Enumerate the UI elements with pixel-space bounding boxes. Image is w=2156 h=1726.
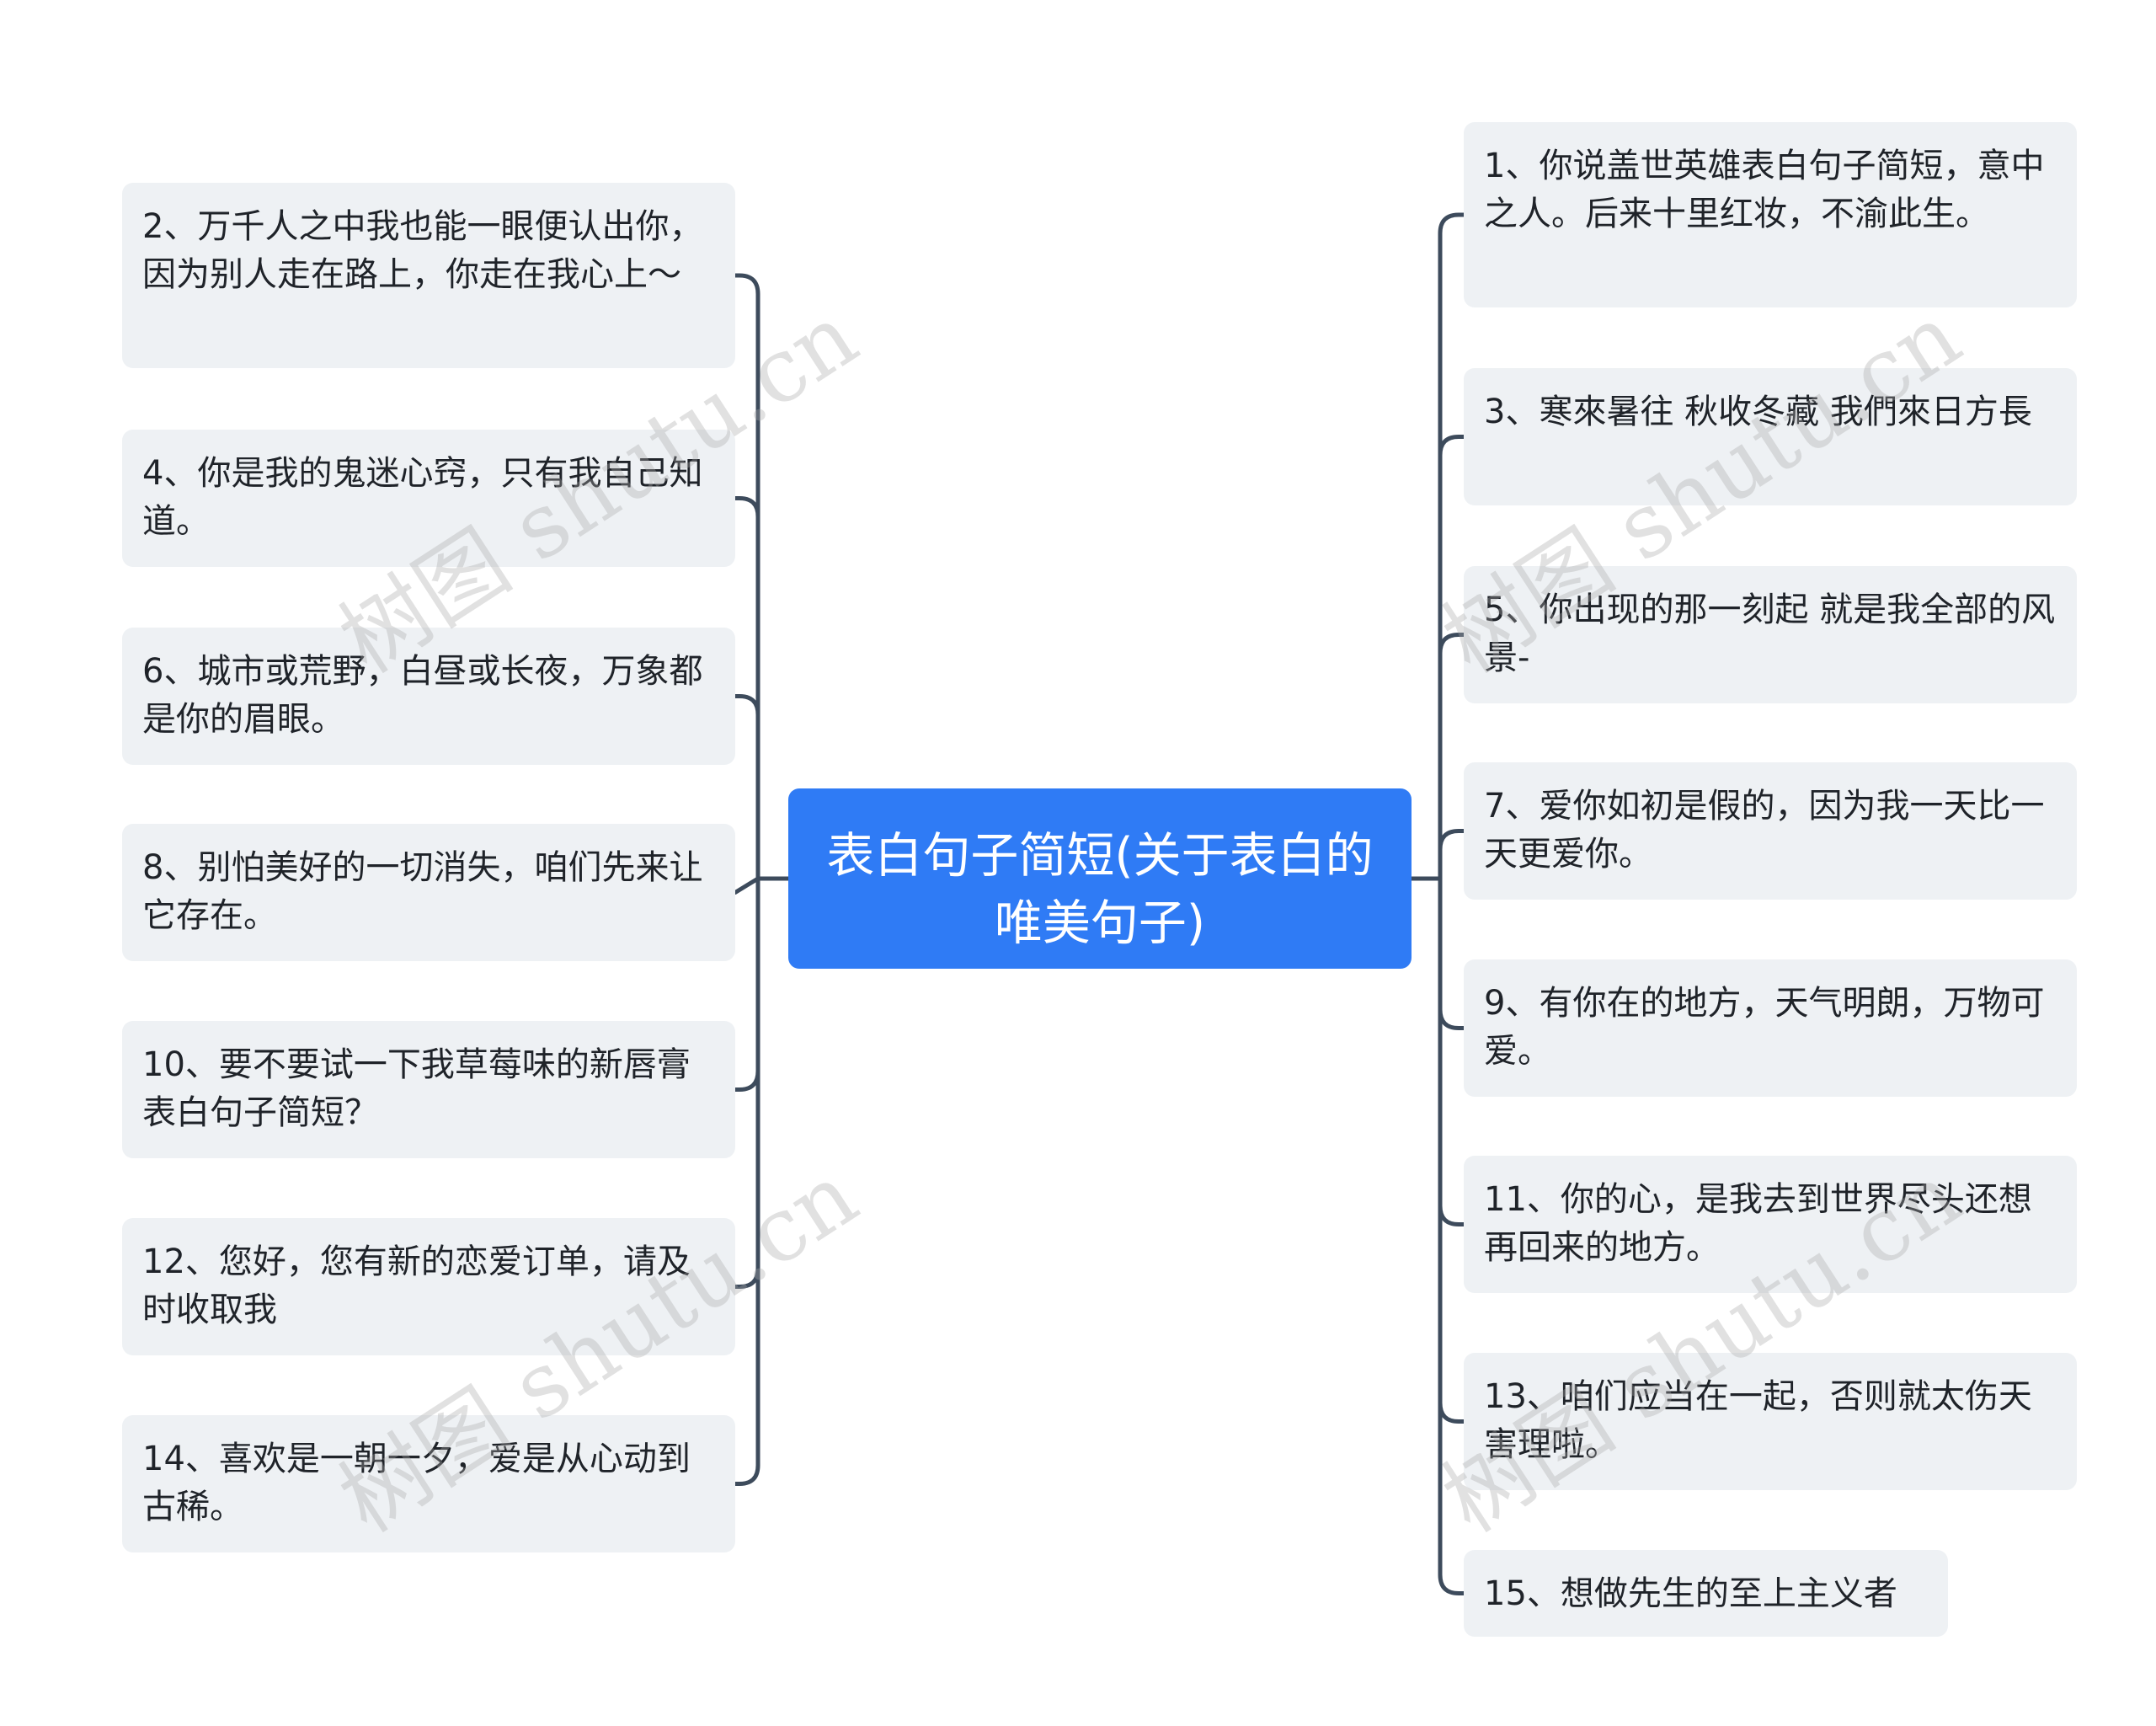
right-topic-7[interactable]: 13、咱们应当在一起，否则就太伤天害理啦。 [1464, 1353, 2077, 1490]
left-topic-3[interactable]: 6、城市或荒野，白昼或长夜，万象都是你的眉眼。 [122, 628, 735, 765]
right-branch-connector-5 [1438, 876, 1466, 1030]
root-topic[interactable]: 表白句子简短(关于表白的唯美句子) [788, 788, 1412, 969]
right-topic-2[interactable]: 3、寒來暑往 秋收冬藏 我們來日方長 [1464, 368, 2077, 505]
right-topic-4[interactable]: 7、爱你如初是假的，因为我一天比一天更爱你。 [1464, 762, 2077, 900]
left-branch-connector-1 [733, 273, 760, 881]
left-branch-connector-3 [733, 694, 760, 881]
left-topic-5[interactable]: 10、要不要试一下我草莓味的新唇膏表白句子简短？ [122, 1021, 735, 1158]
left-branch-connector-4 [733, 876, 760, 895]
right-branch-connector-3 [1438, 633, 1466, 881]
right-topic-5[interactable]: 9、有你在的地方，天气明朗，万物可爱。 [1464, 959, 2077, 1097]
left-branch-connector-5 [733, 876, 760, 1092]
right-topic-3[interactable]: 5、你出现的那一刻起 就是我全部的风景- [1464, 566, 2077, 703]
left-topic-7[interactable]: 14、喜欢是一朝一夕，爱是从心动到古稀。 [122, 1415, 735, 1552]
left-branch-connector-2 [733, 496, 760, 881]
left-branch-connector-7 [733, 876, 760, 1486]
right-topic-1[interactable]: 1、你说盖世英雄表白句子简短，意中之人。后来十里红妆，不渝此生。 [1464, 122, 2077, 307]
right-topic-8[interactable]: 15、想做先生的至上主义者 [1464, 1550, 1948, 1637]
left-topic-2[interactable]: 4、你是我的鬼迷心窍，只有我自己知道。 [122, 430, 735, 567]
right-branch-connector-6 [1438, 876, 1466, 1226]
left-topic-6[interactable]: 12、您好，您有新的恋爱订单，请及时收取我 [122, 1218, 735, 1355]
right-branch-connector-2 [1438, 435, 1466, 881]
right-branch-connector-1 [1438, 212, 1466, 881]
right-branch-connector-4 [1438, 829, 1466, 881]
right-branch-connector-7 [1438, 876, 1466, 1424]
right-topic-6[interactable]: 11、你的心，是我去到世界尽头还想再回来的地方。 [1464, 1156, 2077, 1293]
left-topic-1[interactable]: 2、万千人之中我也能一眼便认出你，因为别人走在路上，你走在我心上～ [122, 183, 735, 368]
left-topic-4[interactable]: 8、别怕美好的一切消失，咱们先来让它存在。 [122, 824, 735, 961]
right-branch-connector-8 [1438, 876, 1466, 1595]
